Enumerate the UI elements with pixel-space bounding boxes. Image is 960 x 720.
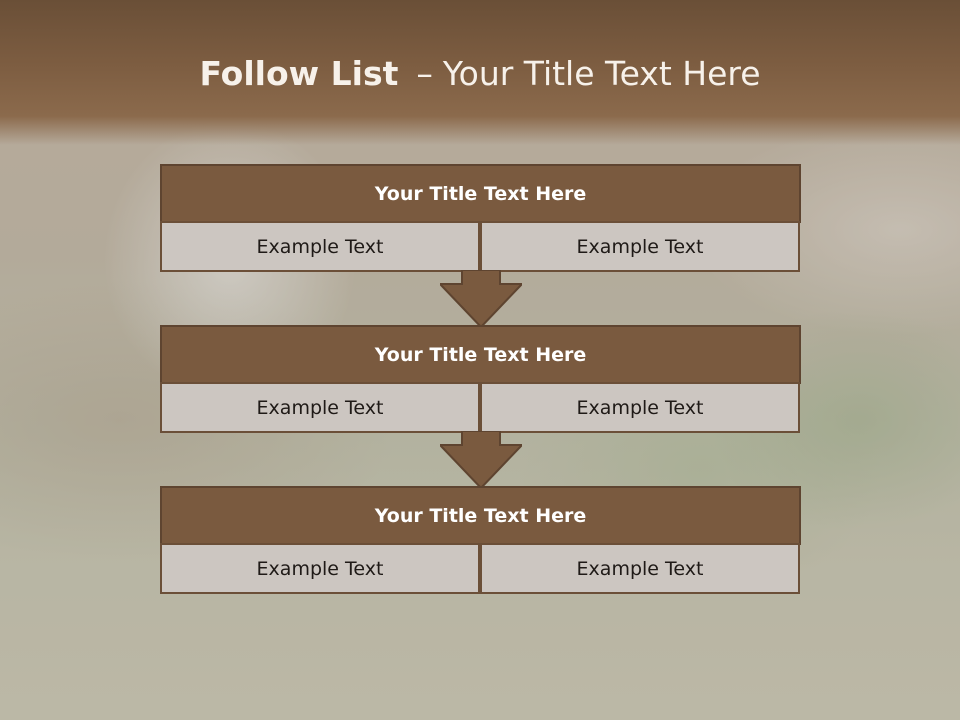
- step-left-text: Example Text: [160, 221, 480, 272]
- slide-title-separator: –: [416, 54, 433, 93]
- title-banner: [0, 0, 960, 145]
- down-arrow-icon: [440, 431, 522, 489]
- step-right-text: Example Text: [480, 543, 800, 594]
- down-arrow-icon: [440, 270, 522, 328]
- slide-title-rest: Your Title Text Here: [442, 54, 761, 93]
- step-title: Your Title Text Here: [160, 325, 801, 384]
- step-left-text: Example Text: [160, 543, 480, 594]
- slide-title-bold: Follow List: [199, 54, 399, 93]
- slide-title: Follow List–Your Title Text Here: [0, 54, 960, 93]
- step-right-text: Example Text: [480, 382, 800, 433]
- step-title: Your Title Text Here: [160, 164, 801, 223]
- step-right-text: Example Text: [480, 221, 800, 272]
- step-left-text: Example Text: [160, 382, 480, 433]
- step-title: Your Title Text Here: [160, 486, 801, 545]
